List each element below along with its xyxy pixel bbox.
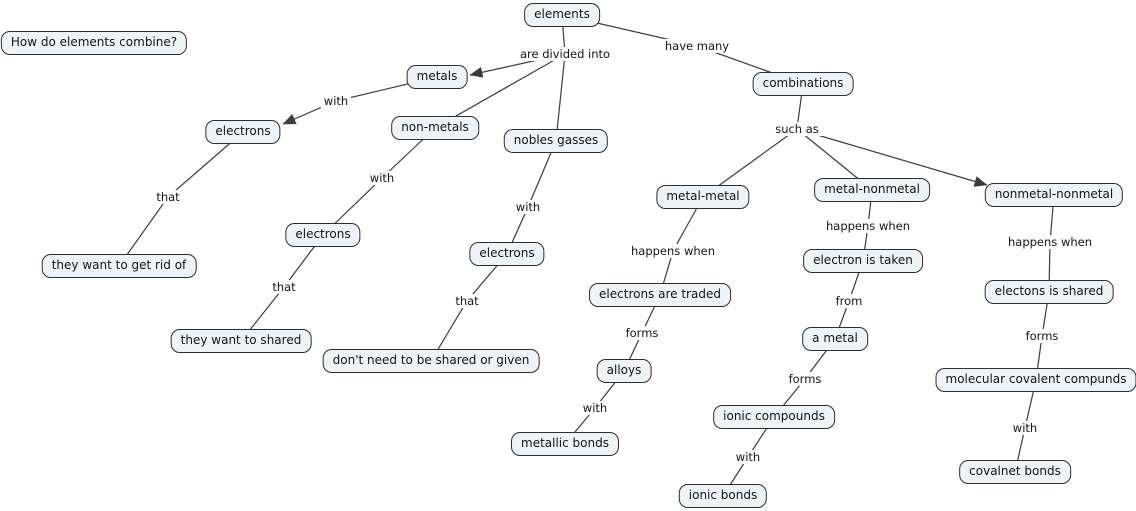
concept-electrons-nonmetals[interactable]: electrons bbox=[285, 223, 361, 247]
concept-metals[interactable]: metals bbox=[406, 65, 468, 89]
link-label-forms-mm[interactable]: forms bbox=[622, 326, 662, 340]
link-label-with-alloys[interactable]: with bbox=[579, 401, 611, 415]
concept-molecular-covalent[interactable]: molecular covalent compunds bbox=[935, 368, 1136, 392]
link-label-with-nonmetals[interactable]: with bbox=[366, 171, 398, 185]
concept-electons-shared[interactable]: electons is shared bbox=[984, 280, 1114, 304]
link-label-with-nobles[interactable]: with bbox=[512, 200, 544, 214]
concept-electrons-traded[interactable]: electrons are traded bbox=[589, 283, 731, 307]
link-label-that-metals[interactable]: that bbox=[153, 190, 183, 204]
edge-suchas-nonmetalnonmetal bbox=[796, 128, 988, 187]
link-label-that-nobles[interactable]: that bbox=[452, 294, 482, 308]
link-label-happens-when-nn[interactable]: happens when bbox=[1004, 235, 1096, 249]
concept-metal-nonmetal[interactable]: metal-nonmetal bbox=[814, 178, 930, 202]
concept-get-rid-of[interactable]: they want to get rid of bbox=[41, 254, 197, 278]
link-label-with-covalent[interactable]: with bbox=[1009, 421, 1041, 435]
concept-alloys[interactable]: alloys bbox=[596, 359, 652, 383]
link-label-happens-when-mm[interactable]: happens when bbox=[627, 244, 719, 258]
link-label-such-as[interactable]: such as bbox=[772, 122, 822, 136]
link-label-with-metals[interactable]: with bbox=[320, 94, 352, 108]
focus-question-box[interactable]: How do elements combine? bbox=[0, 31, 188, 55]
concept-combinations[interactable]: combinations bbox=[752, 72, 854, 96]
link-label-forms-nn[interactable]: forms bbox=[1022, 329, 1062, 343]
edge-suchas-metalmetal bbox=[702, 83, 804, 198]
concept-elements[interactable]: elements bbox=[524, 3, 600, 27]
concept-a-metal[interactable]: a metal bbox=[802, 327, 868, 351]
edge-nobles-electrons bbox=[506, 140, 557, 255]
link-label-that-nonmetals[interactable]: that bbox=[269, 280, 299, 294]
concept-dont-need[interactable]: don't need to be shared or given bbox=[322, 349, 540, 373]
concept-metal-metal[interactable]: metal-metal bbox=[656, 185, 750, 209]
link-label-forms-mn[interactable]: forms bbox=[785, 372, 825, 386]
link-label-have-many[interactable]: have many bbox=[661, 39, 733, 53]
link-label-happens-when-mn[interactable]: happens when bbox=[822, 219, 914, 233]
concept-electrons-nobles[interactable]: electrons bbox=[469, 242, 545, 266]
concept-non-metals[interactable]: non-metals bbox=[391, 116, 479, 140]
concept-want-shared[interactable]: they want to shared bbox=[170, 329, 312, 353]
concept-electrons-metals[interactable]: electrons bbox=[205, 120, 281, 144]
concept-ionic-compounds[interactable]: ionic compounds bbox=[713, 405, 835, 429]
edge-divided-nonmetals bbox=[434, 53, 566, 129]
concept-electron-taken[interactable]: electron is taken bbox=[803, 249, 923, 273]
concept-covalnet-bonds[interactable]: covalnet bonds bbox=[959, 460, 1071, 484]
link-label-from-mn[interactable]: from bbox=[832, 294, 866, 308]
concept-nonmetal-nonmetal[interactable]: nonmetal-nonmetal bbox=[984, 183, 1124, 207]
edge-divided-nobles bbox=[555, 53, 566, 142]
link-label-are-divided-into[interactable]: are divided into bbox=[516, 47, 614, 61]
concept-nobles-gasses[interactable]: nobles gasses bbox=[503, 129, 609, 153]
concept-ionic-bonds[interactable]: ionic bonds bbox=[678, 484, 768, 508]
link-label-with-ionic[interactable]: with bbox=[732, 450, 764, 464]
concept-metallic-bonds[interactable]: metallic bonds bbox=[511, 432, 619, 456]
